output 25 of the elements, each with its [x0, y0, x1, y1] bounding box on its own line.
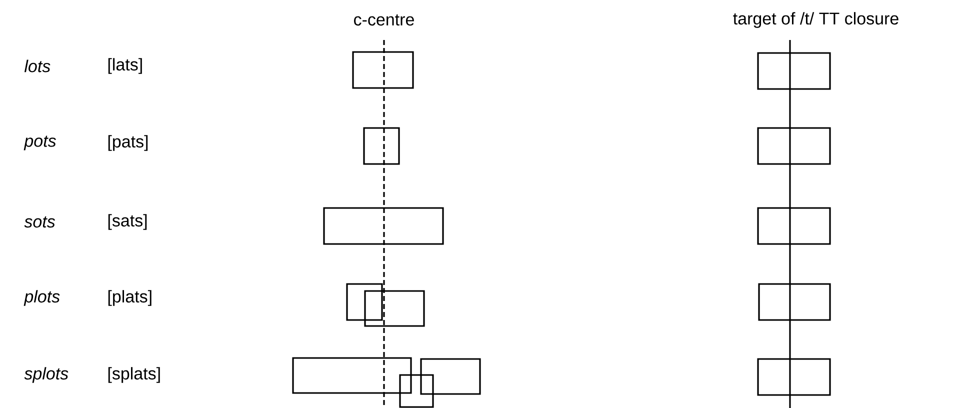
gesture-box: [292, 357, 412, 394]
word: plots: [24, 290, 60, 306]
word: splots: [24, 367, 68, 383]
gesture-box: [352, 51, 414, 89]
gesture-box: [757, 52, 831, 90]
gesture-box: [757, 127, 831, 165]
gesture-box: [399, 374, 434, 408]
transcription: [lats]: [108, 58, 142, 74]
gesture-box: [346, 283, 383, 321]
transcription: [sats]: [108, 214, 147, 230]
word: pots: [24, 136, 56, 150]
gesture-box: [323, 207, 444, 245]
word: lots: [24, 60, 50, 72]
column-heading: c-centre: [354, 14, 414, 26]
gesture-box: [420, 358, 481, 395]
gesture-box: [757, 207, 831, 245]
column-heading: target of /t/ TT closure: [733, 12, 898, 28]
gesture-box: [758, 283, 831, 321]
transcription: [splats]: [108, 367, 160, 383]
transcription: [pats]: [108, 135, 148, 151]
transcription: [plats]: [108, 290, 152, 306]
word: sots: [24, 216, 56, 228]
gesture-box: [363, 127, 400, 165]
gesture-box: [364, 290, 425, 327]
gesture-box: [757, 358, 831, 396]
